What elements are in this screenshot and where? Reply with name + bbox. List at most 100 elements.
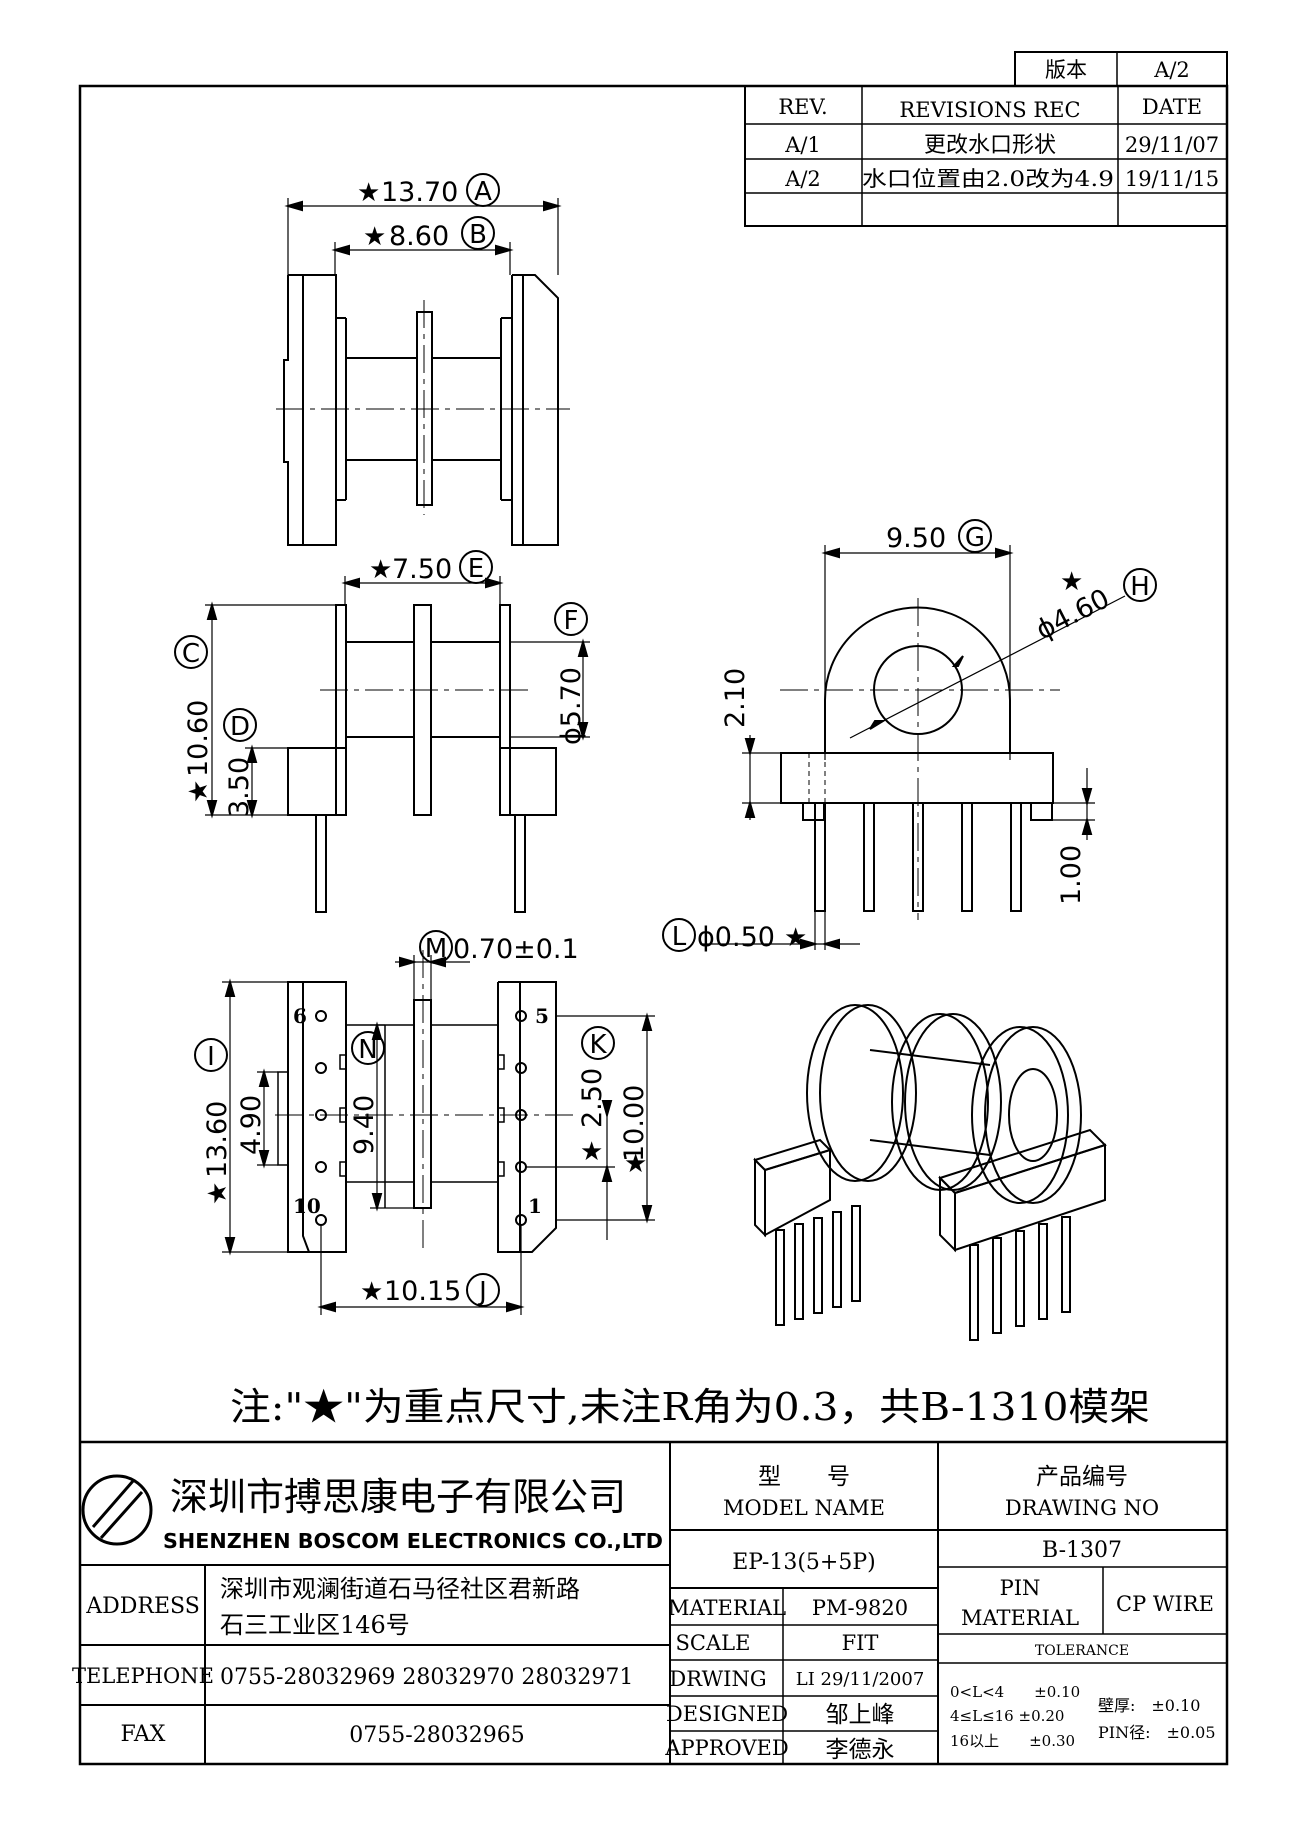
company-logo-icon — [81, 1474, 153, 1546]
version-value: A/2 — [1153, 58, 1190, 82]
pin-5: 5 — [535, 1004, 549, 1028]
rev-header: REV. — [778, 95, 827, 119]
model-name-en: MODEL NAME — [723, 1496, 885, 1520]
pin-material-label-1: PIN — [1000, 1576, 1041, 1600]
version-box: 版本 A/2 — [1014, 51, 1228, 87]
dim-e: ★ 7.50 E — [369, 550, 493, 585]
scale-label: SCALE — [676, 1631, 751, 1655]
dim-2-50: 2.50 ★ — [577, 1068, 608, 1167]
company-name-en: SHENZHEN BOSCOM ELECTRONICS CO.,LTD — [163, 1529, 663, 1553]
dim-c-star: ★ — [184, 780, 214, 803]
note-text: 注:"★"为重点尺寸,未注R角为0.3，共B-1310模架 — [230, 1385, 1150, 1429]
approved-label: APPROVED — [664, 1736, 788, 1760]
rev-a1-date: 29/11/07 — [1125, 133, 1219, 157]
dim-e-star: ★ — [369, 555, 392, 585]
dim-b-value: 8.60 — [389, 221, 449, 252]
dim-e-value: 7.50 — [392, 554, 452, 585]
dim-l: L ϕ0.50 ★ — [662, 918, 807, 953]
revision-table: REV. REVISIONS REC DATE A/1 更改水口形状 29/11… — [744, 85, 1228, 227]
tolerance-row-3: 16以上 ±0.30 — [950, 1732, 1075, 1750]
drawing-no-value: B-1307 — [1042, 1538, 1122, 1563]
dim-4-90: 4.90 — [236, 1095, 267, 1155]
model-name-cn: 型 号 — [758, 1464, 850, 1490]
approved-value: 李德永 — [826, 1737, 895, 1763]
dim-l-letter: L — [672, 922, 687, 952]
material-value: PM-9820 — [812, 1596, 908, 1620]
telephone-label: TELEPHONE — [72, 1664, 214, 1688]
drawing-no-en: DRAWING NO — [1005, 1496, 1159, 1520]
model-name-value: EP-13(5+5P) — [732, 1550, 875, 1575]
dim-h-star: ★ — [1060, 567, 1083, 597]
tolerance-label: TOLERANCE — [1035, 1643, 1129, 1659]
dim-h: ★ ϕ4.60 H — [1031, 567, 1157, 646]
designed-value: 邹上峰 — [826, 1702, 895, 1728]
top-view — [276, 198, 570, 546]
dim-e-letter: E — [468, 554, 484, 584]
dim-k: K 10.00 ★ — [581, 1026, 650, 1179]
dim-i: I 13.60 ★ — [194, 1038, 233, 1205]
rev-a2: A/2 — [784, 167, 821, 191]
dim-c-letter: C — [182, 639, 200, 669]
version-label: 版本 — [1045, 58, 1087, 82]
dim-c-value: 10.60 — [183, 700, 214, 777]
title-block — [80, 1440, 1227, 1764]
dim-g-value: 9.50 — [886, 523, 946, 554]
sheet-border — [78, 84, 1229, 1766]
address-line2: 石三工业区146号 — [220, 1611, 410, 1639]
dim-2-50-value: 2.50 — [577, 1068, 608, 1128]
telephone-value: 0755-28032969 28032970 28032971 — [220, 1665, 633, 1690]
drwing-label: DRWING — [669, 1667, 766, 1691]
dim-c: C 10.60 ★ — [174, 635, 214, 803]
dim-1-00: 1.00 — [1056, 845, 1087, 905]
dim-i-value: 13.60 — [202, 1101, 233, 1178]
dim-f-letter: F — [564, 606, 579, 636]
dim-n-letter: N — [358, 1035, 377, 1065]
dim-a-star: ★ — [357, 178, 380, 208]
dim-2-10: 2.10 — [720, 668, 751, 728]
dim-m: M 0.70±0.1 — [419, 930, 579, 965]
isometric-view — [753, 1004, 1107, 1341]
dim-i-letter: I — [207, 1042, 215, 1072]
dim-m-letter: M — [425, 934, 447, 964]
dim-d-letter: D — [230, 712, 250, 742]
tolerance-row-1: 0<L<4 ±0.10 — [950, 1683, 1080, 1701]
dim-b-letter: B — [469, 220, 487, 250]
dim-f: F ϕ5.70 — [554, 602, 588, 745]
tolerance-row-2: 4≤L≤16 ±0.20 — [950, 1707, 1064, 1725]
rev-a1: A/1 — [784, 133, 821, 157]
dim-d: D 3.50 — [223, 708, 257, 817]
dim-l-value: ϕ0.50 — [697, 922, 775, 953]
fax-label: FAX — [121, 1722, 166, 1747]
dim-j-letter: J — [477, 1277, 487, 1307]
pin-10: 10 — [293, 1194, 321, 1218]
dim-j: ★ 10.15 J — [360, 1273, 500, 1307]
fax-value: 0755-28032965 — [349, 1723, 524, 1748]
dim-a-value: 13.70 — [381, 177, 458, 208]
dim-h-letter: H — [1130, 572, 1150, 602]
bottom-view — [222, 950, 655, 1315]
dim-k-letter: K — [589, 1030, 607, 1060]
pin-material-label-2: MATERIAL — [961, 1606, 1079, 1630]
dim-2-50-star: ★ — [580, 1137, 603, 1167]
dim-i-star: ★ — [203, 1182, 233, 1205]
dim-b: ★ 8.60 B — [363, 216, 495, 252]
material-label: MATERIAL — [668, 1596, 786, 1620]
address-label: ADDRESS — [85, 1594, 200, 1619]
dim-l-star: ★ — [784, 923, 807, 953]
dim-m-value: 0.70±0.1 — [453, 934, 579, 965]
designed-label: DESIGNED — [666, 1702, 788, 1726]
pin-1: 1 — [528, 1194, 542, 1218]
drawing-no-cn: 产品编号 — [1036, 1464, 1128, 1490]
dim-n-value: 9.40 — [349, 1095, 380, 1155]
dim-j-value: 10.15 — [384, 1276, 461, 1307]
pin-material-value: CP WIRE — [1116, 1592, 1214, 1616]
date-header: DATE — [1142, 95, 1202, 119]
address-line1: 深圳市观澜街道石马径社区君新路 — [220, 1575, 580, 1603]
dim-a: ★ 13.70 A — [357, 173, 500, 208]
dim-j-star: ★ — [360, 1277, 383, 1307]
revisions-rec-header: REVISIONS REC — [899, 98, 1080, 122]
wall-thickness: 壁厚: ±0.10 — [1098, 1696, 1200, 1715]
rev-a2-desc: 水口位置由2.0改为4.9 — [862, 167, 1114, 191]
drwing-value: LI 29/11/2007 — [796, 1669, 925, 1690]
